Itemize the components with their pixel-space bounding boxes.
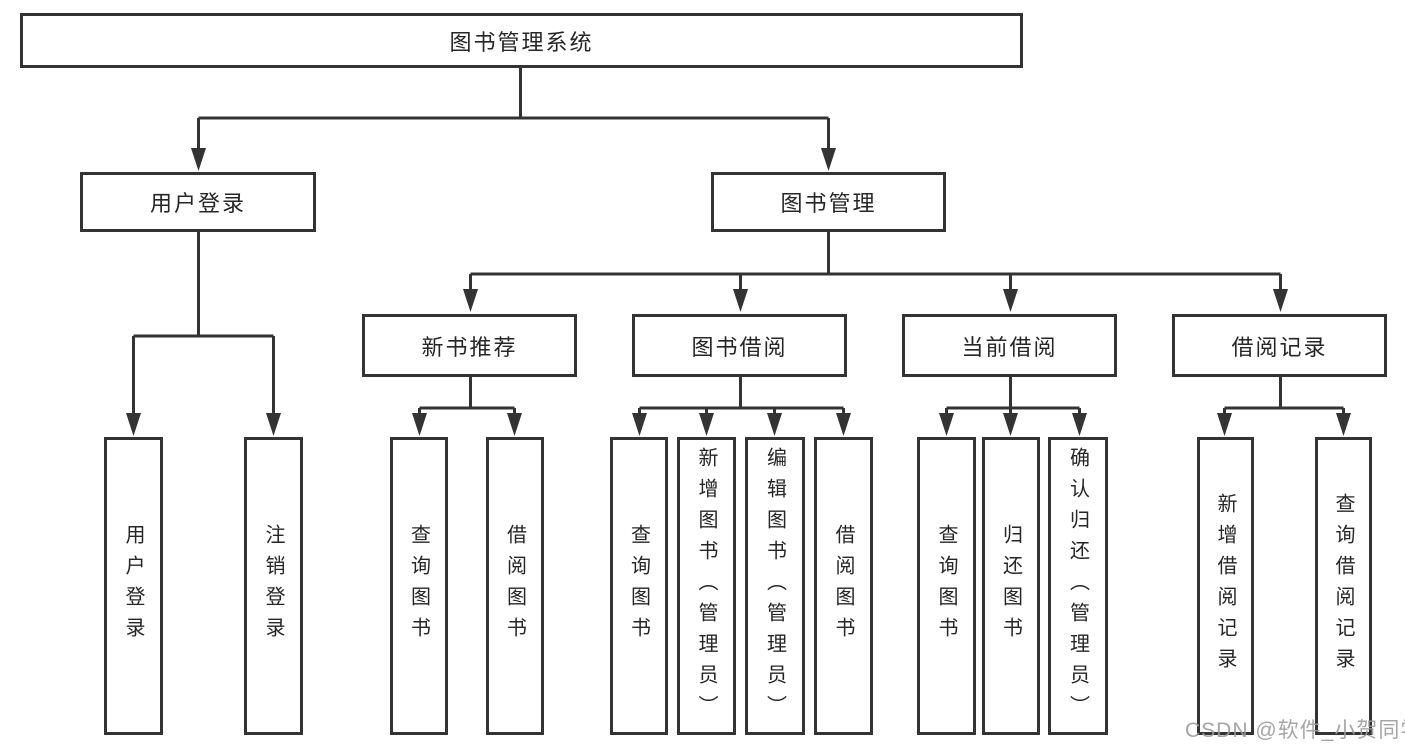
node-user-login: 用户登录 [80, 172, 316, 232]
node-label: 图书管理系统 [449, 29, 594, 55]
leaf-add-books-admin: 新增图书（管理员） [677, 437, 736, 735]
leaf-confirm-return-admin: 确认归还（管理员） [1048, 437, 1108, 735]
leaf-borrow-books: 借阅图书 [814, 437, 873, 735]
node-label: 新增借阅记录 [1214, 493, 1236, 679]
arrowhead-current-borrowing [1003, 289, 1018, 312]
leaf-add-borrow-record: 新增借阅记录 [1197, 437, 1254, 735]
leaf-borrow-books-recommend: 借阅图书 [486, 437, 544, 735]
node-label: 新增图书（管理员） [695, 446, 717, 726]
node-label: 用户登录 [149, 191, 246, 216]
connector-book-management-split [469, 232, 1282, 291]
arrowhead-book-borrowing [733, 289, 748, 312]
arrowhead-leaf-query-books-1 [412, 413, 427, 436]
leaf-edit-books-admin: 编辑图书（管理员） [745, 437, 805, 735]
arrowhead-book-management [821, 148, 836, 171]
node-label: 查询图书 [407, 524, 430, 648]
connector-root-to-level2 [197, 68, 830, 150]
arrowhead-leaf-query-record [1336, 413, 1351, 436]
arrowhead-leaf-edit-books [767, 413, 782, 436]
leaf-query-books-borrowing: 查询图书 [610, 437, 668, 735]
node-label: 借阅记录 [1231, 334, 1328, 360]
arrowhead-leaf-borrow-books-2 [836, 413, 851, 436]
arrowhead-borrowing-records [1273, 289, 1288, 312]
connector-book-borrowing-split [638, 377, 845, 414]
node-label: 归还图书 [999, 524, 1022, 648]
arrowhead-leaf-return-books [1003, 413, 1018, 436]
arrowhead-leaf-add-books [699, 413, 714, 436]
connector-borrowing-records-split [1223, 377, 1345, 414]
node-label: 图书管理 [780, 191, 877, 216]
arrowhead-leaf-confirm-return [1072, 413, 1087, 436]
connector-new-book-split [418, 377, 516, 414]
node-library-management-system: 图书管理系统 [20, 13, 1023, 68]
connector-current-borrowing-split [945, 377, 1081, 414]
leaf-return-books: 归还图书 [982, 437, 1040, 735]
node-label: 查询图书 [627, 524, 650, 648]
arrowhead-leaf-query-books-3 [939, 413, 954, 436]
leaf-query-borrow-record: 查询借阅记录 [1315, 437, 1372, 735]
leaf-user-login: 用户登录 [104, 437, 163, 735]
node-label: 当前借阅 [961, 334, 1058, 360]
arrowhead-user-login [191, 148, 206, 171]
node-new-book-recommend: 新书推荐 [362, 314, 577, 377]
node-label: 新书推荐 [421, 334, 518, 360]
node-book-management: 图书管理 [711, 172, 946, 232]
leaf-query-books-current: 查询图书 [917, 437, 976, 735]
arrowhead-leaf-borrow-books-1 [507, 413, 522, 436]
node-label: 借阅图书 [832, 524, 854, 648]
node-current-borrowing: 当前借阅 [902, 314, 1117, 377]
arrowhead-new-book-recommend [463, 289, 478, 312]
node-label: 编辑图书（管理员） [763, 446, 786, 726]
node-label: 注销登录 [262, 524, 284, 648]
connector-user-login-split [132, 232, 275, 414]
node-label: 图书借阅 [691, 334, 788, 360]
arrowhead-leaf-add-record [1217, 413, 1232, 436]
node-book-borrowing: 图书借阅 [632, 314, 847, 377]
node-label: 借阅图书 [503, 524, 526, 648]
node-label: 查询借阅记录 [1332, 493, 1354, 679]
arrowhead-leaf-logout [266, 413, 281, 436]
node-label: 用户登录 [122, 524, 144, 648]
arrowhead-leaf-user-login [126, 413, 141, 436]
node-label: 查询图书 [935, 524, 957, 648]
leaf-query-books-recommend: 查询图书 [390, 437, 448, 735]
arrowhead-leaf-query-books-2 [632, 413, 647, 436]
node-label: 确认归还（管理员） [1066, 446, 1089, 726]
leaf-logout-login: 注销登录 [244, 437, 303, 735]
node-borrowing-records: 借阅记录 [1172, 314, 1387, 377]
